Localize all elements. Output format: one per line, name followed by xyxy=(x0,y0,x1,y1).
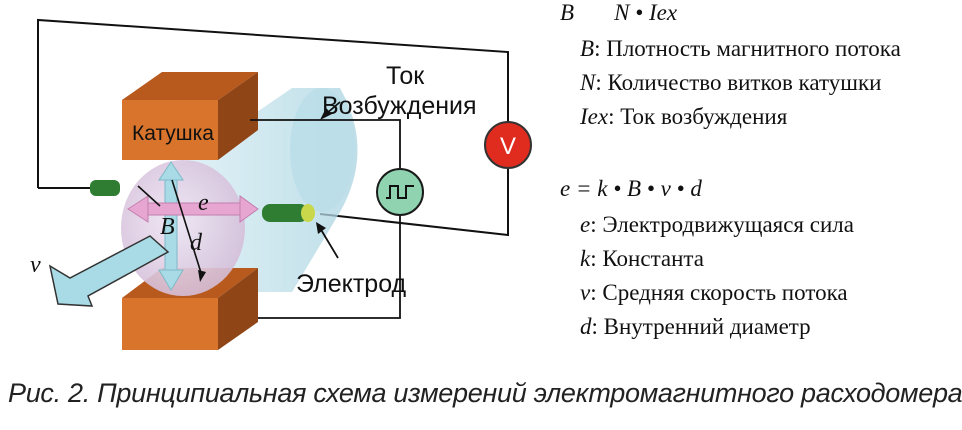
legend-def-k: k: Константа xyxy=(580,246,704,272)
legend-text: : Плотность магнитного потока xyxy=(594,36,901,61)
legend-text: : Константа xyxy=(590,246,704,271)
electrode-label: Электрод xyxy=(296,270,407,298)
voltmeter-label: V xyxy=(500,133,516,160)
pipe-end xyxy=(290,88,354,212)
symbol-e: e xyxy=(198,190,209,216)
legend-def-Iex: Iex: Ток возбуждения xyxy=(580,104,787,130)
voltmeter-icon: V xyxy=(484,121,532,169)
legend-def-v: v: Средняя скорость потока xyxy=(580,280,848,306)
legend-def-N: N: Количество витков катушки xyxy=(580,70,881,96)
legend-text: : Средняя скорость потока xyxy=(590,280,848,305)
legend-sym: d xyxy=(580,314,592,339)
symbol-v: v xyxy=(30,252,41,278)
flowmeter-diagram: V Катушка Ток Возбуждения Электрод B e d… xyxy=(30,18,532,350)
legend-def-d: d: Внутренний диаметр xyxy=(580,314,811,340)
formula-1: B N • Iex xyxy=(560,0,677,26)
pipe-cross-section xyxy=(121,160,245,296)
legend-sym: e xyxy=(580,212,591,237)
legend-text: : Внутренний диаметр xyxy=(591,314,811,339)
legend-text: : Ток возбуждения xyxy=(608,104,788,129)
excitation-label-line2: Возбуждения xyxy=(322,92,477,120)
coil-top xyxy=(122,72,258,160)
excitation-wire-bottom xyxy=(258,216,401,319)
legend-def-B: B: Плотность магнитного потока xyxy=(580,36,901,62)
coil-label: Катушка xyxy=(132,122,214,145)
legend-sym: Iex xyxy=(580,104,609,129)
figure-caption: Рис. 2. Принципиальная схема измерений э… xyxy=(8,378,962,408)
legend-sym: B xyxy=(580,36,595,61)
symbol-B: B xyxy=(160,214,175,240)
legend-text: : Количество витков катушки xyxy=(595,70,882,95)
legend-sym: v xyxy=(580,280,591,305)
excitation-label-line1: Ток xyxy=(386,62,425,90)
magnetic-field-arrow xyxy=(158,161,184,291)
excitation-wire-top xyxy=(250,119,401,168)
formula-2: e = k • B • v • d xyxy=(560,176,702,202)
legend-def-e: e: Электродвижущаяся сила xyxy=(580,212,854,238)
emf-arrow xyxy=(127,195,259,223)
velocity-arrow xyxy=(48,235,170,307)
formula-2-text: e = k • B • v • d xyxy=(560,176,702,201)
diameter-line xyxy=(171,179,203,277)
electrode-right xyxy=(262,204,315,222)
formula-1-right: N • Iex xyxy=(614,0,678,25)
circuit-wire-outer xyxy=(37,18,509,237)
waveform-source-icon xyxy=(376,168,424,216)
electrode-pointer xyxy=(319,227,339,259)
formula-1-left: B xyxy=(560,0,575,25)
legend-sym: N xyxy=(580,70,596,95)
legend-sym: k xyxy=(580,246,591,271)
symbol-d: d xyxy=(190,230,203,256)
legend-text: : Электродвижущаяся сила xyxy=(590,212,854,237)
electrode-left xyxy=(90,180,120,196)
